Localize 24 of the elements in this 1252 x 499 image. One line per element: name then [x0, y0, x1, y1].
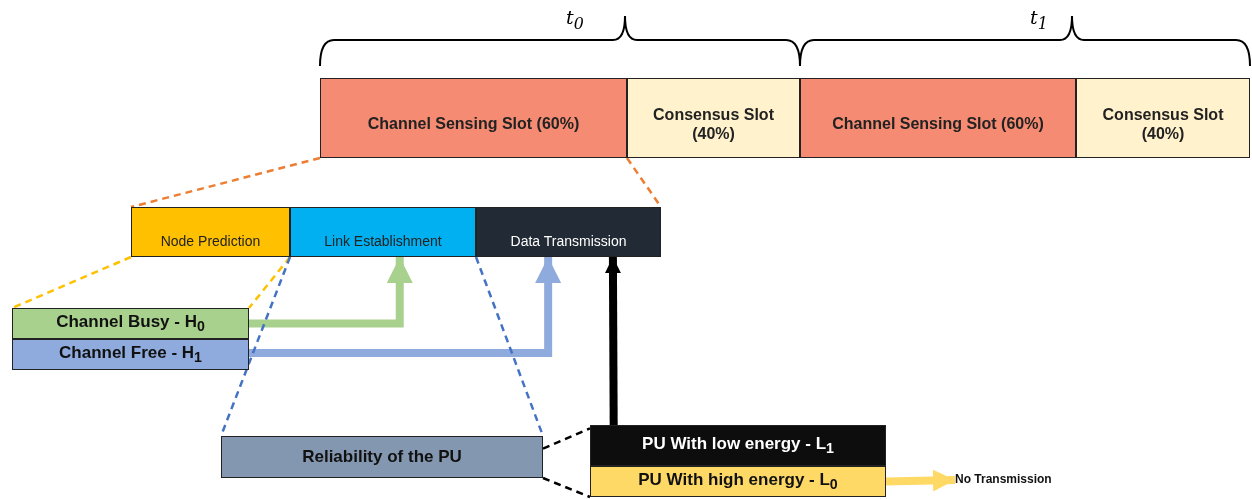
zoom-line [130, 156, 321, 209]
state-box: Channel Busy - H$_{0}$ [12, 308, 249, 339]
phase-box: Data Transmission [476, 207, 661, 257]
phase-box: Node Prediction [131, 207, 290, 257]
time-slot: Consensus Slot (40%) [627, 78, 800, 158]
zoom-line [248, 256, 291, 309]
time-slot: Channel Sensing Slot (60%) [800, 78, 1076, 158]
time-label: t$_{1}$ [1030, 6, 1048, 33]
arrow [885, 469, 956, 492]
phase-box: Link Establishment [290, 207, 476, 257]
outcome-text: No Transmission [955, 468, 1105, 490]
time-slot: Channel Sensing Slot (60%) [320, 78, 627, 158]
state-box: PU With low energy - L$_{1}$ [590, 425, 886, 466]
state-box: PU With high energy - L$_{0}$ [590, 466, 886, 497]
state-box: Channel Free - H$_{1}$ [12, 339, 249, 370]
arrow [604, 257, 621, 425]
zoom-line [542, 427, 591, 450]
time-slot: Consensus Slot (40%) [1076, 78, 1250, 158]
arrow [249, 257, 562, 357]
time-label: t$_{0}$ [566, 6, 584, 33]
zoom-line [11, 255, 132, 310]
arrow [249, 257, 413, 328]
zoom-line [542, 476, 591, 499]
process-box: Reliability of the PU [221, 436, 543, 478]
